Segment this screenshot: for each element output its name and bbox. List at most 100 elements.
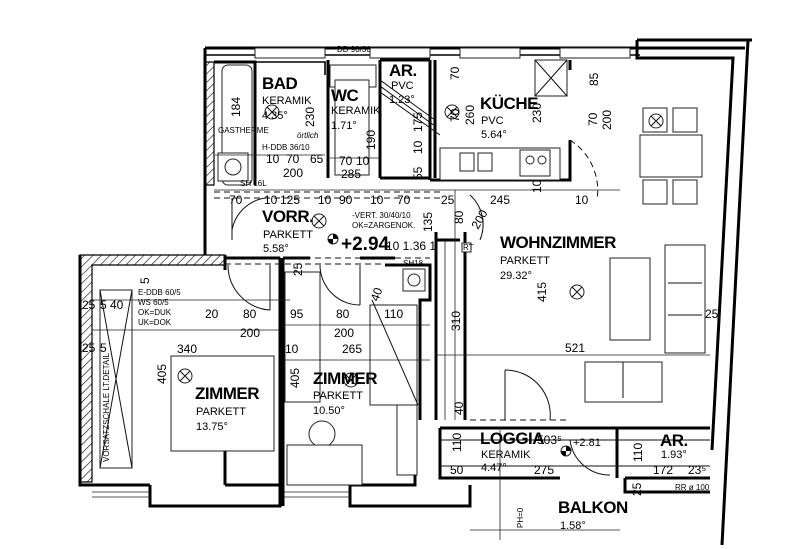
room-name: KÜCHE: [480, 94, 538, 113]
thermostat-icon: RT: [461, 242, 474, 253]
dimension-label: 415: [535, 282, 549, 302]
dimension-label: 310: [449, 311, 463, 331]
dimension-label: 70: [448, 108, 462, 122]
room-floor: KERAMIK: [481, 449, 531, 461]
room-abstellraum-bottom: AR. 1.93°: [660, 431, 688, 461]
dimension-label: 10: [370, 193, 384, 207]
room-area: 1.23°: [389, 94, 415, 106]
dimension-label: 70: [229, 193, 243, 207]
annotation-eddb: E-DDB 60/5: [138, 288, 181, 297]
dimension-label: 230: [303, 107, 317, 127]
dimension-label: 50: [450, 463, 464, 477]
annotation-ok-duk: OK=DUK: [138, 308, 172, 317]
dimension-label: 55: [411, 166, 425, 180]
dimension-label: 40: [368, 285, 386, 303]
dimension-label: 5: [100, 341, 107, 355]
room-area: 1.93°: [661, 449, 687, 461]
dimension-label: 172: [653, 463, 673, 477]
dimension-label: 200: [600, 110, 614, 130]
dimension-label: 10: [575, 193, 589, 207]
dimension-label: 340: [177, 342, 197, 356]
level-label: +2.81: [573, 437, 601, 449]
room-area: 10.50°: [313, 405, 345, 417]
dimension-lines: [92, 154, 710, 540]
dimension-label: 265: [342, 342, 362, 356]
dimension-label: 25: [441, 193, 455, 207]
room-floor: PVC: [481, 115, 504, 127]
dimension-label: 285: [341, 167, 361, 181]
room-loggia: LOGGIA KERAMIK 4.47° +2.81: [480, 429, 601, 474]
dimension-label: 190: [364, 130, 378, 150]
dimension-label: 80: [243, 307, 257, 321]
dimension-label: 25: [82, 341, 96, 355]
dimension-label: 70: [286, 152, 300, 166]
light-fixture-icon: [648, 113, 664, 129]
dimension-label: 65: [310, 152, 324, 166]
dimension-label: 125: [280, 193, 300, 207]
annotation-hddb: H-DDB 36/10: [262, 143, 310, 152]
room-balkon: BALKON 1.58°: [558, 498, 628, 532]
room-kueche: KÜCHE PVC 5.64°: [480, 94, 539, 141]
annotation-dd: DD 90/30: [337, 45, 371, 54]
dimension-label: 25: [705, 307, 719, 321]
annotation-gastherme: GASTHERME: [218, 126, 269, 135]
dimension-label: 175: [411, 112, 425, 132]
light-fixture-icon: [311, 213, 327, 229]
room-abstellraum-top: AR. PVC 1.23°: [389, 61, 417, 106]
dimension-label: 25: [291, 262, 305, 276]
dimension-label: 90: [339, 193, 353, 207]
level-marker-icon: [560, 445, 572, 457]
room-name: WC: [331, 86, 359, 105]
room-zimmer-2: ZIMMER PARKETT 10.50°: [313, 369, 378, 417]
dimension-label: 40: [452, 401, 466, 415]
room-area: 4.35°: [262, 110, 288, 122]
room-name: BALKON: [558, 498, 628, 517]
level-marker-icon: [327, 233, 339, 245]
room-floor: PARKETT: [263, 229, 313, 241]
dimension-label: 275: [534, 463, 554, 477]
dimension-label: 245: [490, 193, 510, 207]
dimension-label: 10: [285, 342, 299, 356]
dimension-label: 110: [631, 443, 645, 462]
room-name: LOGGIA: [480, 429, 544, 448]
room-floor: PVC: [391, 80, 414, 92]
dimension-label: 405: [288, 368, 302, 388]
annotations: DD 90/30 GASTHERME H-DDB 36/10 örtlich -…: [102, 45, 710, 528]
room-bad: BAD KERAMIK 4.35°: [262, 74, 312, 122]
dimension-label: 70: [448, 66, 462, 80]
room-area: 29.32°: [500, 270, 532, 282]
room-name: AR.: [389, 61, 417, 80]
level-label: +2.94: [341, 234, 390, 255]
dimension-label: 25: [630, 482, 644, 496]
dimension-label: 230: [530, 103, 544, 123]
light-fixtures: [177, 104, 664, 457]
dimension-label: 20: [205, 307, 219, 321]
annotation-sh18: SH18: [403, 259, 424, 268]
dimension-label: 95: [290, 307, 304, 321]
doors: [214, 79, 611, 476]
light-fixture-icon: [264, 104, 280, 120]
dimension-label: 184: [229, 97, 243, 117]
room-floor: PARKETT: [196, 406, 246, 418]
dimension-label: 70: [397, 193, 411, 207]
annotation-ok-zargen: OK=ZARGENOK.: [352, 221, 415, 230]
annotation-sh16: SH 16L: [240, 179, 267, 188]
room-area: 5.58°: [263, 243, 289, 255]
room-area: 1.71°: [331, 120, 357, 132]
room-floor: PARKETT: [500, 255, 550, 267]
room-floor: KERAMIK: [331, 105, 381, 117]
dimension-label: 80: [336, 307, 350, 321]
dimension-label: 405: [155, 364, 169, 384]
annotation-oertlich: örtlich: [297, 131, 319, 140]
room-name: WOHNZIMMER: [500, 233, 616, 252]
dimension-label: 110: [384, 307, 403, 321]
room-floor: PARKETT: [313, 390, 363, 402]
room-name: AR.: [660, 431, 688, 450]
windows: [254, 47, 631, 59]
room-vorraum: VORR. PARKETT 5.58° +2.94: [262, 207, 390, 255]
dimension-label: 23⁵: [688, 463, 706, 477]
dimension-label: 5 40: [100, 298, 124, 312]
room-area: 13.75°: [196, 421, 228, 433]
dimension-label: 80: [452, 210, 466, 224]
